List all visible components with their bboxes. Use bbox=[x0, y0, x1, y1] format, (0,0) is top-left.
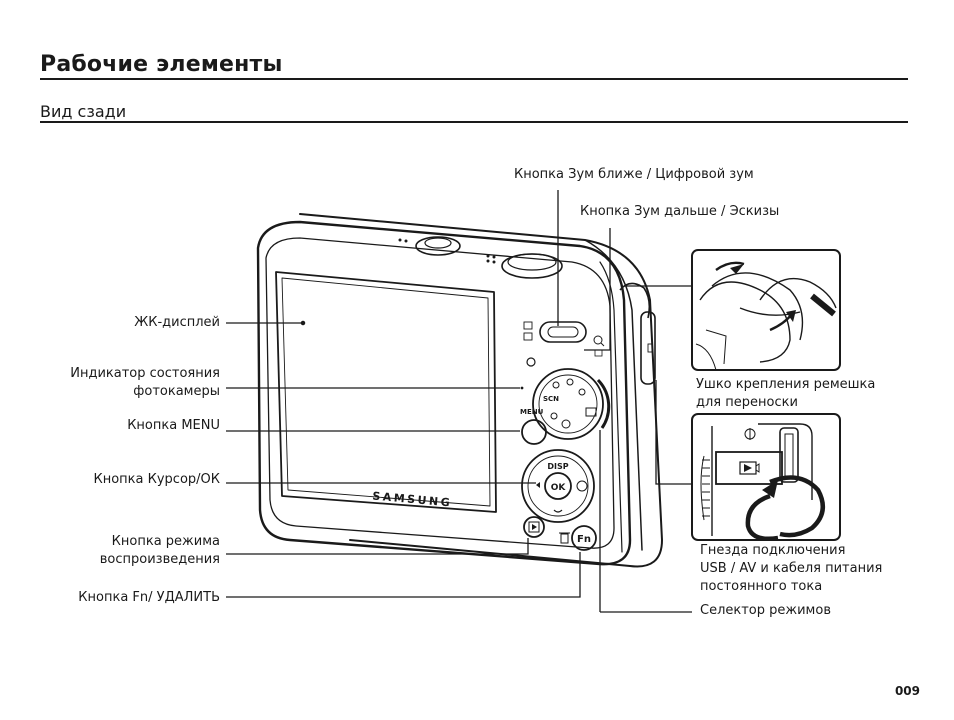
lcd-screen bbox=[275, 271, 497, 513]
zoom-rocker bbox=[523, 321, 605, 357]
leader-lines bbox=[226, 190, 692, 613]
cursor-ok-pad bbox=[521, 449, 595, 523]
title-rule bbox=[40, 78, 908, 80]
leader-ports bbox=[655, 380, 692, 485]
label-ports-line1: Гнезда подключения bbox=[700, 543, 846, 558]
mode-dial bbox=[532, 368, 611, 440]
strap-inset bbox=[691, 249, 841, 371]
leader-fn bbox=[226, 552, 581, 598]
label-mode-dial: Селектор режимов bbox=[700, 603, 831, 618]
section-rule bbox=[40, 121, 908, 123]
menu-button[interactable] bbox=[521, 419, 547, 445]
label-ports-line3: постоянного тока bbox=[700, 579, 823, 594]
label-zoom-out: Кнопка Зум дальше / Эскизы bbox=[580, 204, 780, 219]
status-dot bbox=[520, 386, 524, 390]
label-zoom-in: Кнопка Зум ближе / Цифровой зум bbox=[514, 167, 754, 182]
page-number: 009 bbox=[894, 684, 920, 698]
page-title: Рабочие элементы bbox=[40, 52, 283, 77]
label-cursor-ok: Кнопка Курсор/ОК bbox=[93, 472, 220, 487]
label-strap-line2: для переноски bbox=[696, 395, 798, 410]
label-menu: Кнопка MENU bbox=[127, 418, 220, 433]
strap-eyelet bbox=[619, 282, 656, 385]
ports-inset bbox=[691, 413, 841, 541]
label-play-line2: воспроизведения bbox=[99, 552, 220, 567]
label-lcd: ЖК-дисплей bbox=[134, 315, 220, 330]
dial-scn-label: SCN bbox=[543, 395, 559, 403]
label-fn-delete: Кнопка Fn/ УДАЛИТЬ bbox=[78, 590, 220, 605]
label-play-line1: Кнопка режима bbox=[111, 534, 220, 549]
trash-icon bbox=[559, 532, 570, 544]
disp-label: DISP bbox=[547, 462, 568, 471]
leader-play bbox=[226, 538, 529, 555]
playback-button bbox=[523, 516, 545, 538]
ok-button-label: OK bbox=[551, 483, 567, 493]
section-title: Вид сзади bbox=[40, 102, 127, 121]
fn-button[interactable] bbox=[571, 525, 597, 551]
label-status-line2: фотокамеры bbox=[133, 384, 220, 399]
label-status-line1: Индикатор состояния bbox=[70, 366, 220, 381]
label-strap-line1: Ушко крепления ремешка bbox=[696, 377, 876, 392]
fn-button-label: Fn bbox=[577, 534, 591, 545]
leader-zoom-out bbox=[584, 228, 611, 351]
camera-body bbox=[256, 213, 663, 568]
label-ports-line2: USB / AV и кабеля питания bbox=[700, 561, 883, 576]
menu-button-label: MENU bbox=[520, 408, 544, 416]
status-lamp bbox=[526, 357, 536, 367]
